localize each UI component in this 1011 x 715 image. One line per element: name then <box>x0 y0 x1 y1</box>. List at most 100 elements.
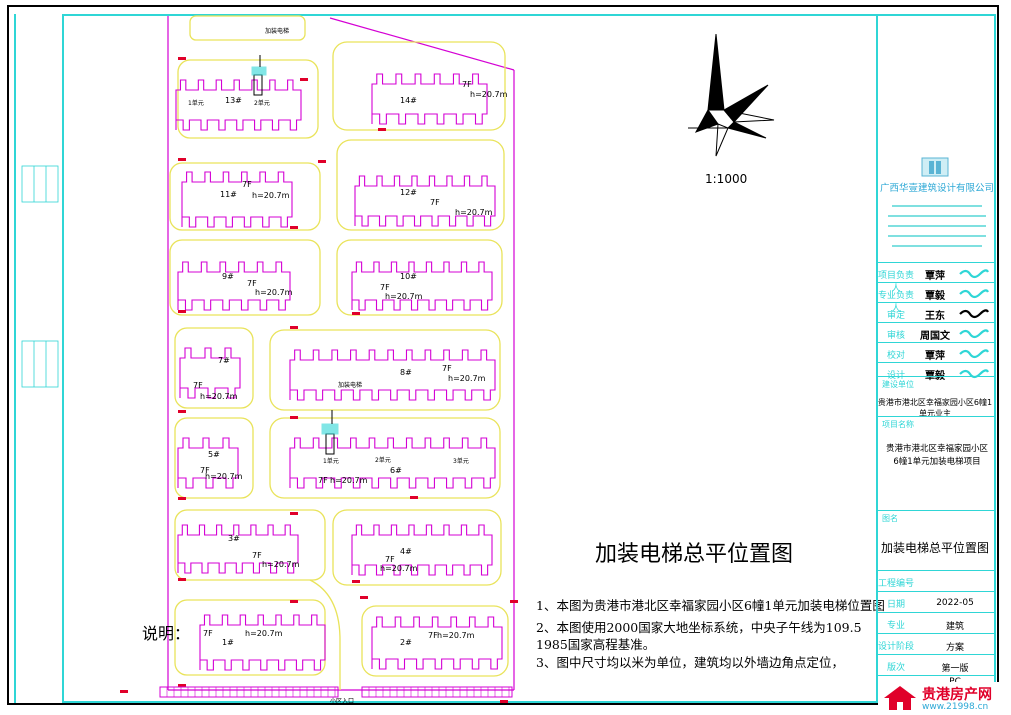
building-13-footprint <box>175 79 302 131</box>
building-3-footprint <box>177 524 299 574</box>
client-name: 贵港市港北区幸福家园小区6幢1单元业主 <box>877 398 993 418</box>
scale-text: 1:1000 <box>705 172 748 186</box>
notes-heading: 说明： <box>142 624 191 643</box>
drawing-frame <box>62 14 996 703</box>
site-fence <box>159 686 513 698</box>
elevator-marker-top <box>250 55 270 97</box>
building-4-height: h=20.7m <box>380 564 418 573</box>
building-3-floors: 7F <box>252 551 262 560</box>
drawing-title: 加装电梯总平位置图 <box>595 542 794 567</box>
elevation-mark <box>318 160 326 163</box>
meta-row: 版次第一版 <box>876 654 994 675</box>
building-7-height: h=20.7m <box>200 392 238 401</box>
note-3: 1985国家高程基准。 <box>536 637 656 652</box>
elevation-mark <box>352 312 360 315</box>
building-10-floors: 7F <box>380 283 390 292</box>
title-block: 广西华壹建筑设计有限公司 <box>876 16 994 702</box>
building-13-unit1: 1单元 <box>188 100 204 107</box>
building-14-label: 14# <box>400 96 417 105</box>
building-12-footprint <box>354 175 496 227</box>
drawing-name: 加装电梯总平位置图 <box>880 541 989 555</box>
building-9-footprint <box>177 261 291 311</box>
binding-stamp-bottom <box>20 339 60 389</box>
elevator-label-top: 加装电梯 <box>265 28 290 35</box>
elevation-mark <box>290 226 298 229</box>
building-8-floors: 7F <box>442 364 452 373</box>
elevation-mark <box>290 600 298 603</box>
green-areas <box>169 15 509 690</box>
building-11-footprint <box>181 171 293 228</box>
building-6-unit1: 1单元 <box>323 458 339 465</box>
building-7-footprint <box>179 347 241 399</box>
note-4: 3、图中尺寸均以米为单位，建筑均以外墙边角点定位， <box>536 655 844 670</box>
role-name: 周国文 <box>920 331 950 342</box>
watermark-url: www.21998.cn <box>922 702 989 712</box>
building-1-footprint <box>199 614 326 671</box>
building-14-height: h=20.7m <box>470 90 508 99</box>
company-name: 广西华壹建筑设计有限公司 <box>879 183 994 194</box>
building-14-footprint <box>371 73 488 125</box>
elevator-label-6: 加装电梯 <box>338 382 363 389</box>
building-6-unit2: 2单元 <box>375 457 391 464</box>
elevation-mark <box>120 690 128 693</box>
elevation-mark <box>178 684 186 687</box>
meta-value: 方案 <box>945 643 964 653</box>
building-6-label: 6# <box>390 466 402 475</box>
building-9-height: h=20.7m <box>255 288 293 297</box>
role-label: 专业负责人 <box>877 291 914 314</box>
meta-row: 设计阶段 方案 <box>876 633 994 654</box>
building-4-label: 4# <box>400 547 412 556</box>
meta-row: 专业 建筑 <box>876 612 994 633</box>
building-11-label: 11# <box>220 190 237 199</box>
building-10-height: h=20.7m <box>385 292 423 301</box>
elevation-mark <box>290 326 298 329</box>
elevation-marks <box>120 57 518 703</box>
entrance-label: 小区入口 <box>330 697 354 705</box>
role-label: 项目负责人 <box>877 271 914 294</box>
building-5-height: h=20.7m <box>205 472 243 481</box>
building-8-height: h=20.7m <box>448 374 486 383</box>
role-label: 审定 <box>886 311 905 321</box>
site-boundary <box>167 16 515 691</box>
role-label: 校对 <box>886 351 905 361</box>
role-name: 覃萍 <box>925 271 945 282</box>
building-3-height: h=20.7m <box>262 560 300 569</box>
building-12-floors: 7F <box>430 198 440 207</box>
meta-value: 2022-05 <box>936 598 974 608</box>
building-6-height: h=20.7m <box>330 476 368 485</box>
building-8-label: 8# <box>400 368 412 377</box>
drawing-name-block: 图名 加装电梯总平位置图 <box>876 510 994 566</box>
building-2-footprint <box>371 616 503 670</box>
client-block: 建设单位 贵港市港北区幸福家园小区6幢1单元业主 <box>876 376 994 418</box>
elevator-marker-6 <box>318 410 344 456</box>
project-name: 贵港市港北区幸福家园小区6幢1单元加装电梯项目 <box>885 444 988 467</box>
building-2-height: h=20.7m <box>437 631 475 640</box>
role-row: 审定王东 <box>876 302 994 322</box>
signature <box>959 269 989 279</box>
elevation-mark <box>378 128 386 131</box>
elevation-mark <box>178 578 186 581</box>
building-6-footprint <box>289 437 496 489</box>
building-7-label: 7# <box>218 356 230 365</box>
building-14-floors: 7F <box>462 80 472 89</box>
building-2-label: 2# <box>400 638 412 647</box>
meta-label: 专业 <box>886 621 905 631</box>
elevation-mark <box>510 600 518 603</box>
elevation-mark <box>360 596 368 599</box>
building-9-floors: 7F <box>247 279 257 288</box>
elevation-mark <box>300 78 308 81</box>
building-12-label: 12# <box>400 188 417 197</box>
project-block: 项目名称 贵港市港北区幸福家园小区6幢1单元加装电梯项目 <box>876 416 994 494</box>
meta-value: 建筑 <box>945 622 964 632</box>
binding-stamp-top <box>20 164 60 204</box>
meta-value: 第一版 <box>941 664 969 674</box>
meta-label: 设计阶段 <box>877 642 914 652</box>
watermark-name: 贵港房产网 <box>922 687 992 703</box>
elevation-mark <box>290 512 298 515</box>
building-5-footprint <box>177 437 239 489</box>
meta-row: 工程编号 <box>876 570 994 591</box>
elevation-mark <box>410 496 418 499</box>
elevation-mark <box>178 410 186 413</box>
buildings-layer <box>175 73 503 671</box>
